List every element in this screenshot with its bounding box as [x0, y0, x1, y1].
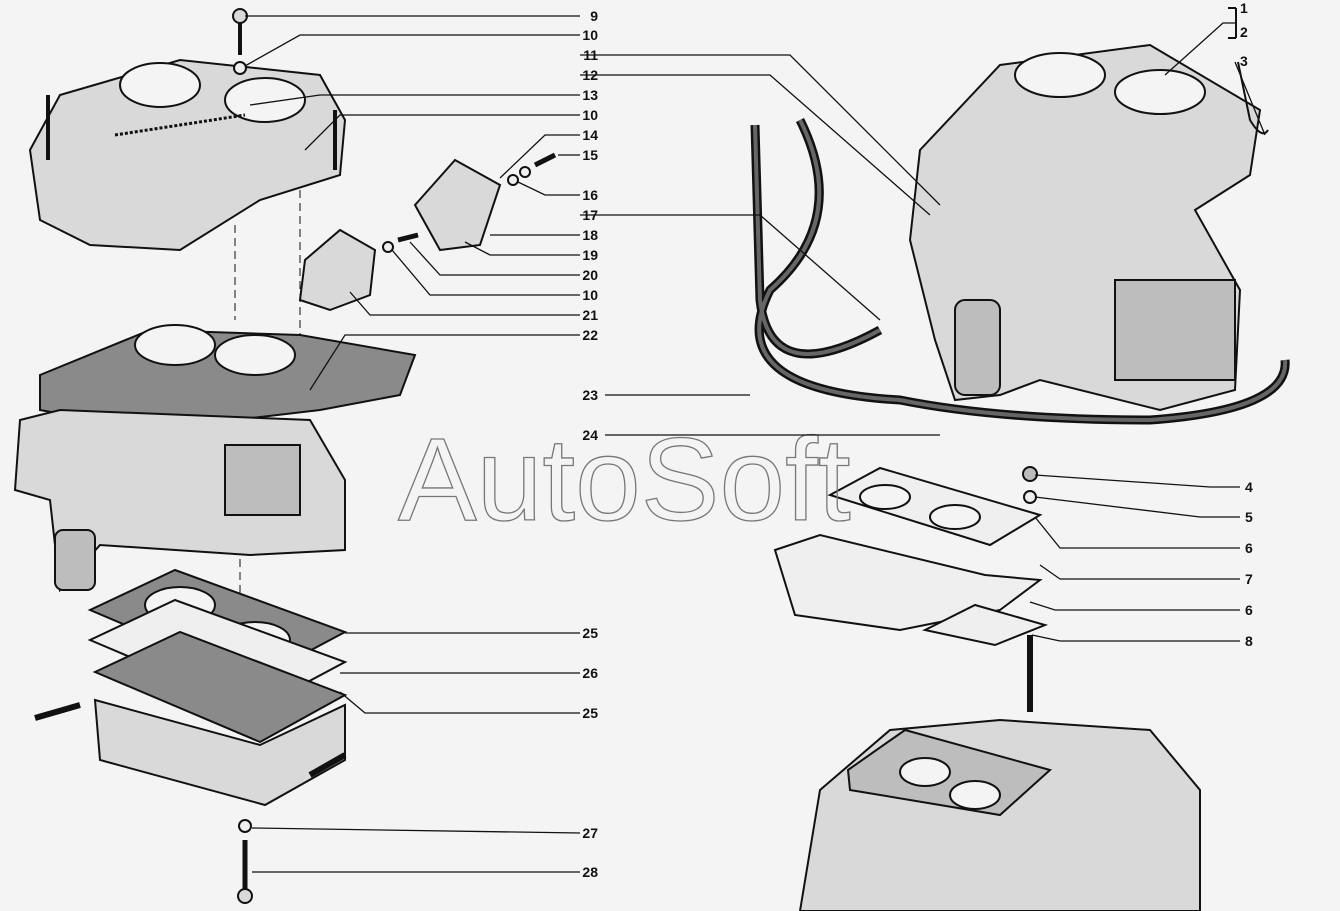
callout-22: 22 [582, 327, 598, 343]
leader-line [251, 827, 581, 834]
callout-14: 14 [582, 127, 598, 143]
leader-line [1034, 474, 1240, 488]
throttle-body [93, 698, 346, 807]
leader-line [391, 249, 580, 296]
callout-17: 17 [582, 207, 598, 223]
leader-line [309, 334, 580, 391]
leader-line [339, 691, 580, 714]
leader-line [1034, 516, 1240, 549]
callout-8: 8 [1245, 633, 1253, 649]
watermark: AutoSoft [398, 414, 851, 546]
gasket-6-bottom [922, 603, 1049, 647]
callout-7: 7 [1245, 571, 1253, 587]
leader-line [1029, 601, 1240, 611]
washer-27 [238, 819, 252, 833]
callout-24: 24 [582, 427, 598, 443]
callout-5: 5 [1245, 509, 1253, 525]
leader-line [580, 54, 941, 206]
leader-line [1234, 61, 1266, 136]
switch-18 [413, 158, 502, 252]
callout-10: 10 [582, 287, 598, 303]
callout-25: 25 [582, 705, 598, 721]
washer-10 [233, 61, 247, 75]
callout-26: 26 [582, 665, 598, 681]
callout-10: 10 [582, 107, 598, 123]
bracket-21 [298, 228, 377, 312]
leader-line [409, 241, 580, 276]
assembled-carburetor [908, 43, 1262, 412]
screw-28 [237, 840, 253, 904]
gasket-25-bottom [92, 630, 348, 744]
leader-line [499, 134, 580, 179]
leader-line [1031, 634, 1240, 642]
callout-leaders [244, 15, 1266, 873]
leader-line [464, 241, 580, 256]
gasket-6-top [827, 466, 1043, 547]
washer-5 [1023, 490, 1037, 504]
callout-6: 6 [1245, 602, 1253, 618]
callout-12: 12 [582, 67, 598, 83]
callout-20: 20 [582, 267, 598, 283]
callout-9: 9 [590, 8, 598, 24]
callout-4: 4 [1245, 479, 1253, 495]
leader-line [580, 214, 881, 321]
callout-18: 18 [582, 227, 598, 243]
leader-line [517, 181, 580, 196]
callout-16: 16 [582, 187, 598, 203]
callout-10: 10 [582, 27, 598, 43]
leader-line [1034, 496, 1240, 518]
leader-line [304, 114, 580, 151]
callout-2: 2 [1240, 24, 1248, 40]
screw-9 [232, 8, 248, 55]
callout-19: 19 [582, 247, 598, 263]
leader-line [1039, 564, 1240, 580]
callout-labels: 9101112131014151617181920102122232425262… [582, 0, 1253, 880]
clip-3 [1237, 61, 1269, 135]
callout-23: 23 [582, 387, 598, 403]
callout-3: 3 [1240, 53, 1248, 69]
leader-line [249, 94, 580, 106]
callout-25: 25 [582, 625, 598, 641]
leader-line [244, 34, 580, 67]
leader-line [349, 291, 580, 316]
carburetor-cover [28, 58, 347, 252]
leader-line [580, 74, 931, 216]
callout-21: 21 [582, 307, 598, 323]
callout-13: 13 [582, 87, 598, 103]
nut-4 [1022, 466, 1038, 482]
callout-27: 27 [582, 825, 598, 841]
callout-6: 6 [1245, 540, 1253, 556]
leader-line [1164, 22, 1235, 76]
callout-15: 15 [582, 147, 598, 163]
callout-1: 1 [1240, 0, 1248, 16]
callout-11: 11 [583, 47, 598, 63]
callout-28: 28 [582, 864, 598, 880]
